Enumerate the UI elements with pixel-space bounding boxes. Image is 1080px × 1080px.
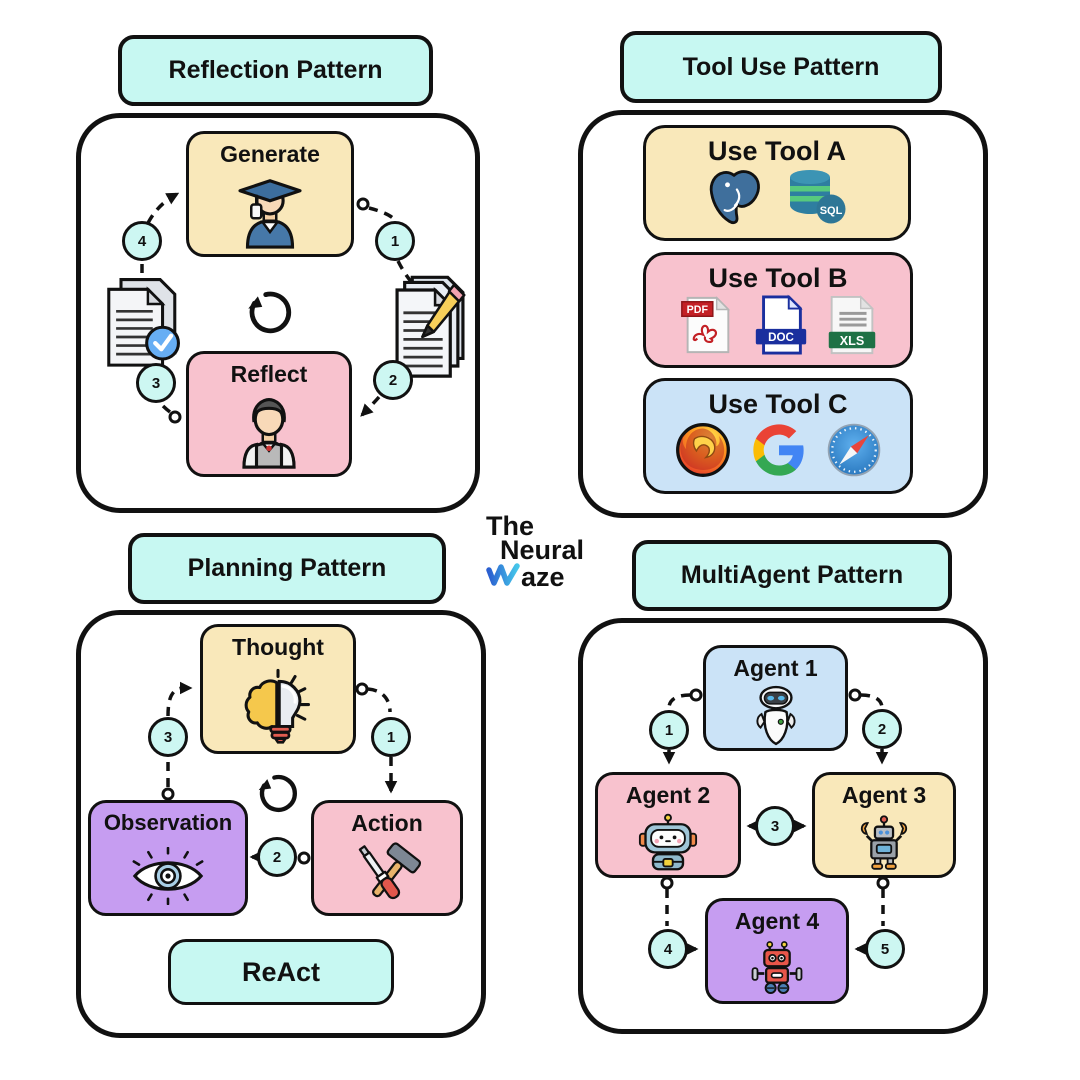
use-tool-c-label: Use Tool C — [708, 389, 848, 419]
google-icon — [751, 422, 807, 483]
logo-line-3: aze — [521, 562, 565, 592]
multiagent-step-1: 1 — [649, 710, 689, 750]
pdf-file-icon: PDF — [678, 294, 736, 361]
agent2-label: Agent 2 — [625, 782, 711, 808]
cute-robot-icon — [638, 810, 698, 875]
generate-node: Generate — [186, 131, 354, 257]
agent4-node: Agent 4 — [705, 898, 849, 1004]
hammer-screwdriver-icon — [351, 838, 423, 913]
eye-icon — [128, 838, 208, 913]
agent1-node: Agent 1 — [703, 645, 848, 751]
multiagent-step-2: 2 — [862, 709, 902, 749]
doc-file-icon: DOC — [754, 294, 808, 361]
agent1-label: Agent 1 — [733, 655, 818, 681]
documents-edit-icon — [392, 274, 468, 387]
observation-node: Observation — [88, 800, 248, 916]
multiagent-title: MultiAgent Pattern — [680, 561, 904, 589]
reflection-step-2: 2 — [373, 360, 413, 400]
claw-robot-icon — [855, 810, 913, 875]
action-node: Action — [311, 800, 463, 916]
neural-maze-logo: The Neural aze — [486, 511, 585, 592]
graduate-student-icon — [230, 169, 310, 254]
xls-badge: XLS — [840, 334, 864, 348]
use-tool-c-node: Use Tool C — [643, 378, 913, 494]
react-pill: ReAct — [168, 939, 394, 1005]
safari-icon — [825, 421, 883, 484]
logo-line-2: Neural — [500, 535, 585, 565]
reflection-title: Reflection Pattern — [168, 56, 383, 84]
agent4-label: Agent 4 — [734, 908, 820, 934]
firefox-icon — [673, 420, 733, 485]
multiagent-step-3: 3 — [755, 806, 795, 846]
reflect-node: Reflect — [186, 351, 352, 477]
pdf-badge: PDF — [687, 304, 709, 316]
agent3-label: Agent 3 — [841, 782, 927, 808]
wave-m-icon — [486, 562, 520, 589]
doc-badge: DOC — [768, 331, 794, 344]
observation-label: Observation — [103, 810, 233, 835]
use-tool-a-label: Use Tool A — [707, 136, 846, 166]
thought-label: Thought — [232, 634, 324, 660]
multiagent-step-4: 4 — [648, 929, 688, 969]
brain-bulb-icon — [239, 662, 317, 751]
documents-approved-icon — [99, 277, 187, 380]
reflect-label: Reflect — [230, 361, 308, 387]
react-label: ReAct — [241, 956, 321, 987]
reflection-step-4: 4 — [122, 221, 162, 261]
use-tool-b-node: Use Tool B PDF DOC — [643, 252, 913, 368]
use-tool-a-node: Use Tool A SQL — [643, 125, 911, 241]
tool-use-title: Tool Use Pattern — [682, 52, 880, 81]
thought-node: Thought — [200, 624, 356, 754]
reviewer-person-icon — [229, 389, 309, 474]
multiagent-title-pill: MultiAgent Pattern — [632, 540, 952, 611]
planning-step-1: 1 — [371, 717, 411, 757]
multiagent-step-5: 5 — [865, 929, 905, 969]
agent2-node: Agent 2 — [595, 772, 741, 878]
use-tool-b-label: Use Tool B — [708, 263, 848, 293]
cycle-arrow-icon — [243, 285, 299, 346]
sql-database-icon: SQL — [783, 167, 849, 232]
planning-title-pill: Planning Pattern — [128, 533, 446, 604]
reflection-title-pill: Reflection Pattern — [118, 35, 433, 106]
agent3-node: Agent 3 — [812, 772, 956, 878]
cycle-arrow-icon — [254, 769, 304, 824]
xls-file-icon: XLS — [826, 294, 878, 361]
generate-label: Generate — [220, 141, 320, 167]
logo-line-1: The — [486, 511, 535, 541]
planning-title: Planning Pattern — [187, 554, 387, 582]
sql-badge: SQL — [820, 205, 843, 217]
eve-robot-icon — [749, 683, 803, 748]
reflection-step-3: 3 — [136, 363, 176, 403]
planning-step-2: 2 — [257, 837, 297, 877]
action-label: Action — [351, 810, 423, 836]
reflection-step-1: 1 — [375, 221, 415, 261]
postgresql-icon — [705, 167, 765, 232]
red-robot-icon — [748, 936, 806, 1001]
planning-step-3: 3 — [148, 717, 188, 757]
tool-use-title-pill: Tool Use Pattern — [620, 31, 942, 103]
